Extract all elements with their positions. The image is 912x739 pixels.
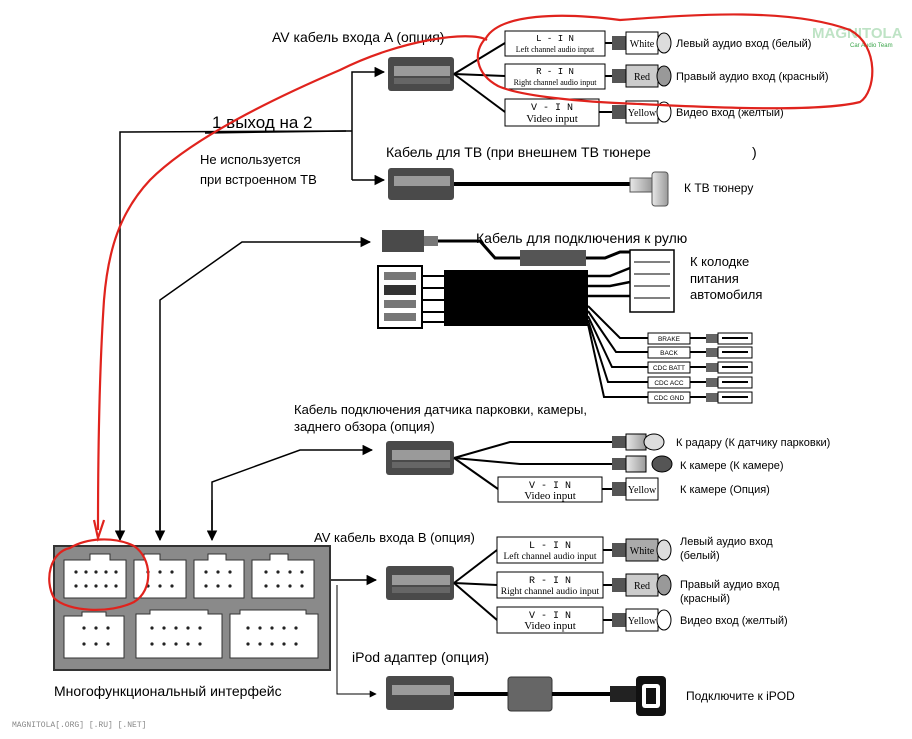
label-power-3: автомобиля <box>690 287 762 302</box>
label-to-radar: К радару (К датчику парковки) <box>676 437 830 449</box>
av-a-video-desc: Видео вход (желтый) <box>676 107 784 119</box>
av-b-right-desc-2: (красный) <box>680 593 730 605</box>
wire-tags: BRAKE BACK CDC BATT CDC ACC <box>587 305 753 404</box>
label-tv-cable: Кабель для ТВ (при внешнем ТВ тюнере <box>386 144 651 160</box>
av-a-row-video: V - I N Video input Yellow Видео вход (ж… <box>504 98 784 127</box>
magnitola-logo-sub: Car Audio Team <box>850 43 893 49</box>
label-to-tv-tuner: К ТВ тюнеру <box>684 181 753 195</box>
label-parking-2: заднего обзора (опция) <box>294 419 435 434</box>
label-parking-1: Кабель подключения датчика парковки, кам… <box>294 402 587 417</box>
av-b-left-desc-2: (белый) <box>680 550 720 562</box>
red-annotation <box>48 13 874 611</box>
av-b-video-desc-1: Видео вход (желтый) <box>680 615 788 627</box>
camera-plug <box>612 455 673 473</box>
av-b-video-box-title: V - I N <box>529 611 571 622</box>
label-one-to-two: 1 выход на 2 <box>212 113 312 132</box>
av-b-right-box-sub: Right channel audio input <box>501 587 600 597</box>
wire-tag-cdc-batt: CDC BATT <box>647 361 753 374</box>
av-a-right-plug: Red <box>634 72 650 83</box>
av-a-video-plug: Yellow <box>628 108 657 119</box>
av-a-row-left: L - I N Left channel audio input White Л… <box>504 30 811 57</box>
av-b-left-plug: White <box>630 546 655 557</box>
av-a-connector <box>388 42 506 113</box>
multifunction-interface <box>53 545 331 671</box>
parking-box-sub: Video input <box>524 490 576 502</box>
av-a-right-box-sub: Right channel audio input <box>514 78 598 87</box>
av-a-video-box-sub: Video input <box>526 113 578 125</box>
label-av-b: AV кабель входа B (опция) <box>314 530 475 545</box>
power-harness <box>377 249 675 329</box>
footer-watermark: MAGNITOLA[.ORG] [.RU] [.NET] <box>12 721 146 730</box>
steering-connector <box>382 230 632 266</box>
av-b-connector <box>386 549 498 621</box>
av-a-row-right: R - I N Right channel audio input Red Пр… <box>504 63 829 90</box>
av-b-video-box-sub: Video input <box>524 620 576 632</box>
radar-plug <box>612 433 665 451</box>
av-b-right-box-title: R - I N <box>529 576 571 587</box>
av-a-left-plug: White <box>630 39 655 50</box>
av-b-right-plug: Red <box>634 581 650 592</box>
label-not-used: Не используется <box>200 152 301 167</box>
parking-video-box: V - I N Video input Yellow <box>497 476 659 503</box>
av-a-right-desc: Правый аудио вход (красный) <box>676 71 829 83</box>
label-power-2: питания <box>690 271 739 286</box>
label-interface: Многофункциональный интерфейс <box>54 683 282 699</box>
wire-tag-back: BACK <box>647 346 753 359</box>
av-b-row-video: V - I N Video input Yellow <box>496 606 672 634</box>
label-built-in-tv: при встроенном ТВ <box>200 172 317 187</box>
svg-text:CDC ACC: CDC ACC <box>654 380 684 387</box>
av-b-video-plug: Yellow <box>628 616 657 627</box>
parking-connector <box>386 441 612 490</box>
svg-text:BRAKE: BRAKE <box>658 336 681 343</box>
label-av-a: AV кабель входа A (опция) <box>272 29 444 45</box>
wire-tag-brake: BRAKE <box>647 332 753 345</box>
label-to-camera-opt: К камере (Опция) <box>680 484 770 496</box>
magnitola-logo: MAGNITOLA <box>812 25 903 42</box>
label-ipod-adapter: iPod адаптер (опция) <box>352 649 489 665</box>
av-b-left-box-title: L - I N <box>529 541 571 552</box>
av-b-right-desc-1: Правый аудио вход <box>680 579 780 591</box>
svg-text:CDC GND: CDC GND <box>654 395 685 402</box>
svg-text:CDC BATT: CDC BATT <box>653 365 685 372</box>
label-to-camera: К камере (К камере) <box>680 460 784 472</box>
wire-tag-cdc-acc: CDC ACC <box>647 376 753 389</box>
av-a-right-box-title: R - I N <box>536 67 574 77</box>
svg-text:BACK: BACK <box>660 350 678 357</box>
av-b-row-right: R - I N Right channel audio input Red <box>496 571 672 599</box>
av-b-row-left: L - I N Left channel audio input White <box>496 536 672 564</box>
ipod-adapter <box>386 676 666 716</box>
tv-connector <box>388 168 669 207</box>
av-b-left-box-sub: Left channel audio input <box>503 551 596 562</box>
label-power-1: К колодке <box>690 254 749 269</box>
av-a-left-box-sub: Left channel audio input <box>516 45 595 54</box>
parking-box-title: V - I N <box>529 481 571 492</box>
label-connect-ipod: Подключите к iPOD <box>686 689 795 703</box>
wire-tag-cdc-gnd: CDC GND <box>647 391 753 404</box>
label-tv-cable-paren: ) <box>752 144 757 160</box>
av-b-left-desc-1: Левый аудио вход <box>680 536 773 548</box>
av-a-left-desc: Левый аудио вход (белый) <box>676 38 811 50</box>
parking-plug: Yellow <box>628 485 657 496</box>
label-steering-cable: Кабель для подключения к рулю <box>476 230 687 246</box>
av-a-video-box-title: V - I N <box>531 103 573 114</box>
av-a-left-box-title: L - I N <box>536 34 574 44</box>
